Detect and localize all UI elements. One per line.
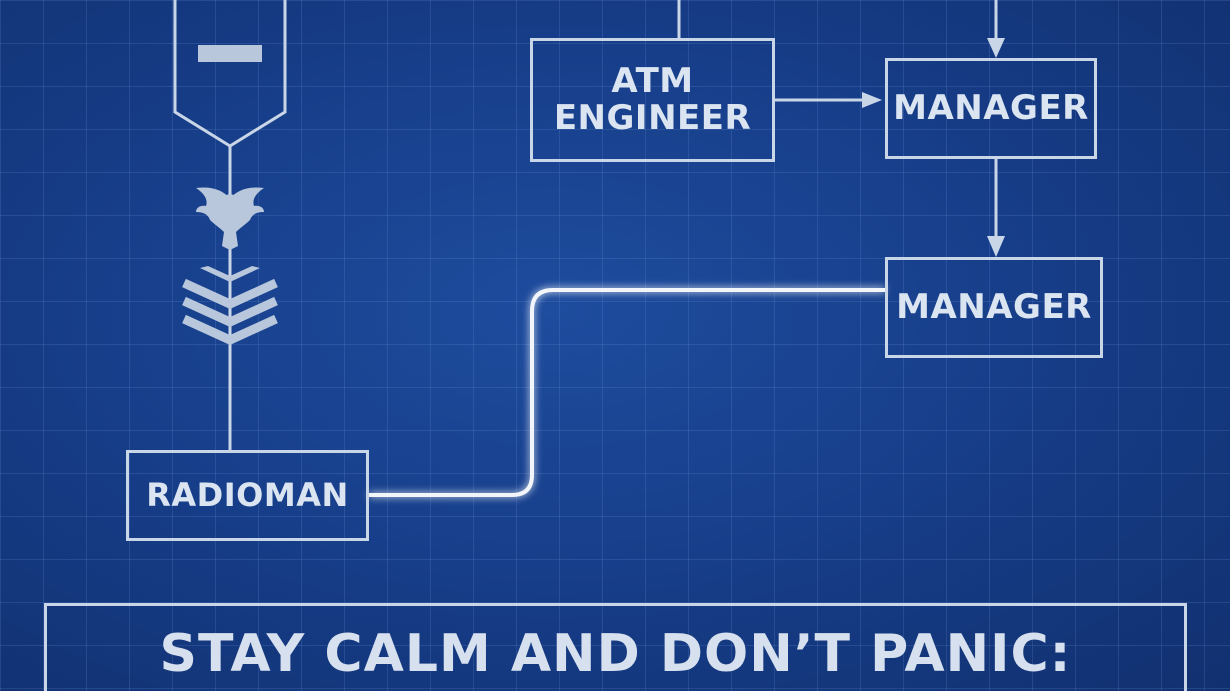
chevron-stripes-icon: [182, 278, 278, 345]
rank-shield-icon: [173, 0, 287, 148]
manager-bottom-label: MANAGER: [896, 287, 1092, 328]
manager-top-label: MANAGER: [893, 88, 1089, 129]
arrow-atm-to-manager: [775, 92, 882, 108]
banner-text: STAY CALM AND DON’T PANIC:: [159, 624, 1072, 684]
arrow-manager-to-manager: [987, 159, 1005, 257]
manager-top-box: MANAGER: [885, 58, 1097, 159]
radioman-box: RADIOMAN: [126, 450, 369, 541]
arrow-top-to-manager: [987, 0, 1005, 58]
radioman-label: RADIOMAN: [146, 476, 349, 515]
atm-engineer-label: ATM ENGINEER: [553, 61, 752, 138]
manager-bottom-box: MANAGER: [885, 257, 1103, 358]
banner-box: STAY CALM AND DON’T PANIC:: [44, 603, 1187, 691]
eagle-icon: [196, 187, 264, 282]
glow-connector-radioman-to-manager: [369, 288, 885, 497]
atm-engineer-box: ATM ENGINEER: [530, 38, 775, 162]
